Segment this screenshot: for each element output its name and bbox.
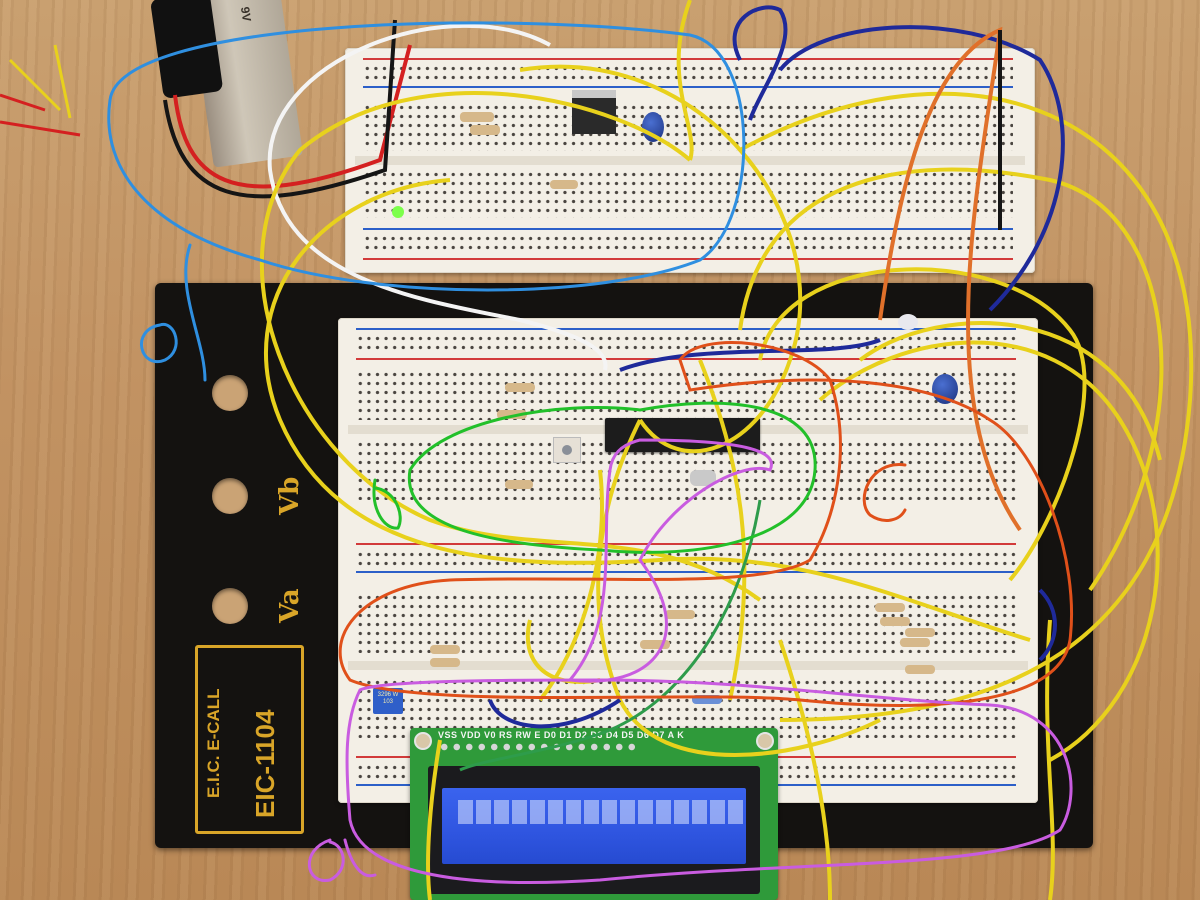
battery-red-wire <box>173 44 412 189</box>
green-wire <box>459 499 762 772</box>
rail-red-line <box>356 358 1016 360</box>
lcd-cell <box>674 800 689 824</box>
yellow-wires <box>259 0 1194 900</box>
top-breadboard <box>345 48 1035 273</box>
blue-wires <box>488 5 1065 729</box>
rail-blue-line <box>356 328 1016 330</box>
loose-yellow-wire <box>8 58 62 112</box>
lcd-cell <box>692 800 707 824</box>
lcd-cell <box>602 800 617 824</box>
power-rail-holes <box>356 334 1016 354</box>
green-annotation-mark <box>372 478 402 530</box>
trimpot-label: 3296 W 103 <box>377 692 399 705</box>
lcd-cell <box>512 800 527 824</box>
brand-box: E.I.C. E-CALL EIC-1104 <box>195 645 304 834</box>
trimmer-potentiometer: 3296 W 103 <box>373 688 403 714</box>
lcd-cell <box>656 800 671 824</box>
purple-annotation-outline <box>345 678 1073 884</box>
center-channel <box>348 661 1028 670</box>
lcd-cell <box>620 800 635 824</box>
green-annotation-outline <box>407 401 817 554</box>
orange-annotation-outline <box>338 341 1073 707</box>
lcd-pin-labels: VSS VDD V0 RS RW E D0 D1 D2 D3 D4 D5 D6 … <box>438 730 685 740</box>
lcd-screen <box>442 788 746 864</box>
lcd-cell <box>566 800 581 824</box>
blue-annotation-mark <box>140 323 178 364</box>
rail-blue-line <box>363 86 1013 88</box>
rail-red-line <box>356 543 1016 545</box>
mount-hole <box>212 588 248 624</box>
pcb-mount-hole <box>414 732 432 750</box>
lcd-cell <box>458 800 473 824</box>
lcd-cell <box>584 800 599 824</box>
rail-blue-line <box>356 571 1016 573</box>
rail-red-line <box>363 258 1013 260</box>
purple-annotation-mark <box>307 838 377 882</box>
lcd-character-cells <box>458 800 743 824</box>
lcd-cell <box>728 800 743 824</box>
white-led <box>898 314 918 330</box>
lcd-cell <box>494 800 509 824</box>
orange-wire <box>878 26 1022 532</box>
lcd-module: VSS VDD V0 RS RW E D0 D1 D2 D3 D4 D5 D6 … <box>410 728 778 900</box>
battery-black-wire <box>163 19 397 199</box>
orange-annotation-mark <box>862 463 907 522</box>
mount-hole <box>212 478 248 514</box>
power-rail-holes <box>363 234 1013 254</box>
green-led <box>392 206 404 218</box>
lcd-cell <box>638 800 653 824</box>
crystal <box>690 470 716 486</box>
rail-red-line <box>363 58 1013 60</box>
blue-annotation-mark <box>184 243 207 382</box>
lcd-cell <box>476 800 491 824</box>
pcb-mount-hole <box>756 732 774 750</box>
lcd-cell <box>710 800 725 824</box>
lcd-header-pins <box>438 742 638 752</box>
center-channel <box>355 156 1025 165</box>
blue-annotation-outline <box>107 21 746 292</box>
push-button <box>553 437 581 463</box>
loose-yellow-wire <box>53 44 72 119</box>
purple-annotation-outline <box>567 438 773 683</box>
yellow-wire <box>676 0 694 161</box>
lcd-cell <box>530 800 545 824</box>
mount-hole <box>212 375 248 411</box>
loose-red-wire <box>0 120 81 137</box>
loose-red-wire <box>0 93 46 112</box>
rail-blue-line <box>363 228 1013 230</box>
resistors <box>430 112 935 704</box>
lcd-cell <box>548 800 563 824</box>
white-wire <box>267 23 608 371</box>
